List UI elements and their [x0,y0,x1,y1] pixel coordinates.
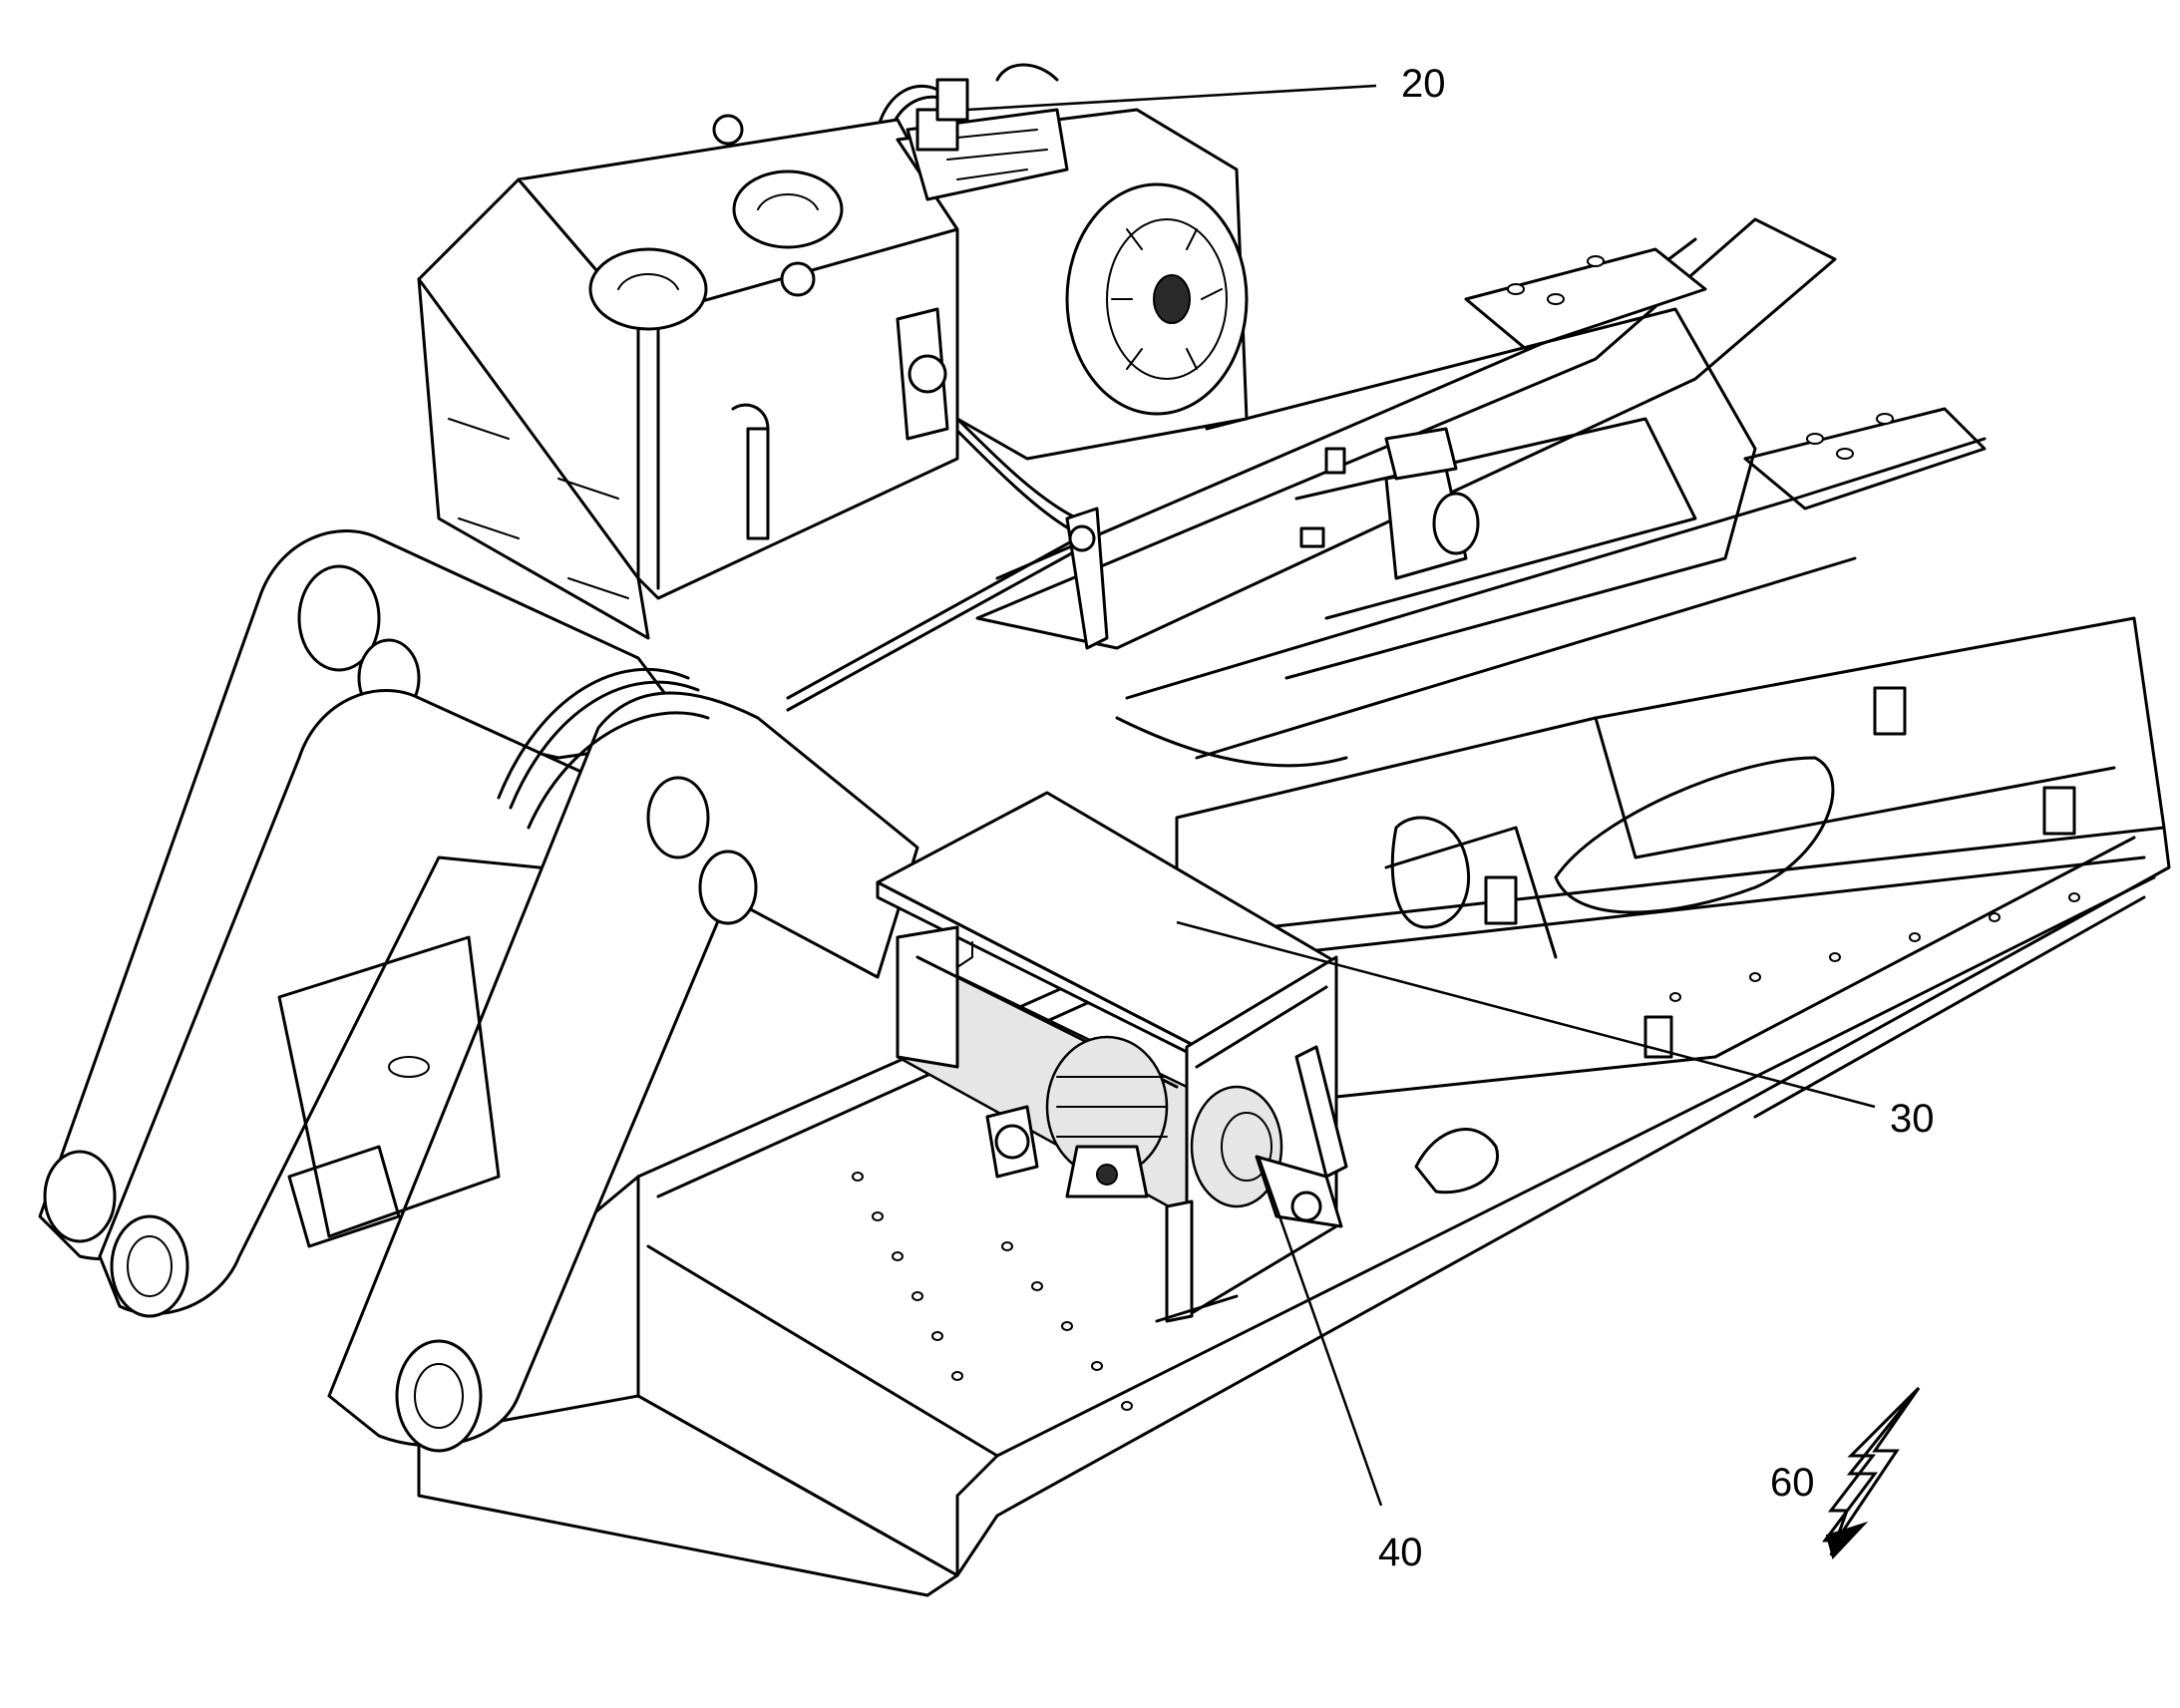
callout-40: 40 [1378,1531,1423,1574]
callout-20: 20 [1401,62,1446,106]
upper-frame [975,217,1987,768]
leader-line-40 [1257,1156,1383,1507]
mount-pad-right [1743,407,1987,511]
filler-cap-left [588,247,708,331]
electric-power-unit [876,791,1348,1323]
leader-line-30 [1176,920,1876,1109]
leader-line-20 [966,84,1377,112]
callout-60: 60 [1770,1461,1815,1505]
leader-lines [966,84,1876,1507]
pump-drive-unit [896,78,1249,461]
filler-cap-right [732,170,844,249]
lightning-bolt-arrow-icon [1822,1386,1921,1559]
callout-30: 30 [1890,1097,1935,1141]
lift-arms [38,529,919,1453]
auxiliary-pump [1299,427,1480,580]
tank-assembly [417,114,959,640]
callout-labels: 20 30 40 60 [1378,62,1935,1574]
hoses [497,63,1109,830]
tank-front [417,277,650,640]
